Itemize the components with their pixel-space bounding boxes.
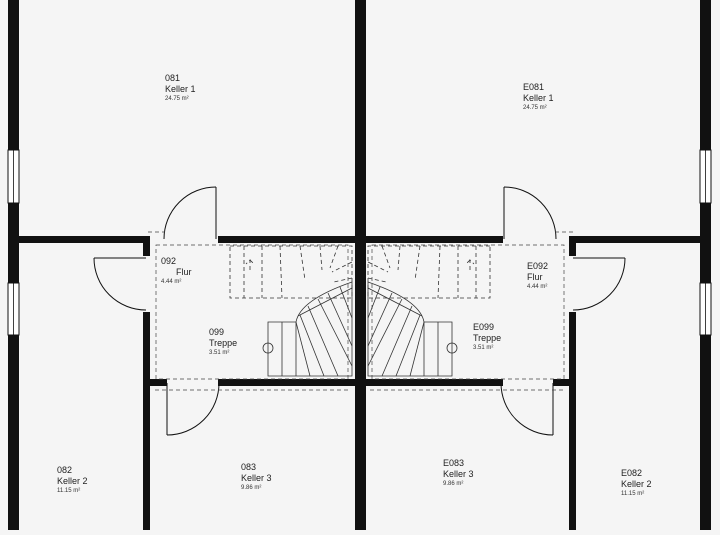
wall-h-upper-right-a <box>366 236 503 243</box>
room-name: Keller 3 <box>241 473 272 484</box>
room-number: 081 <box>165 73 181 83</box>
room-label-e099: E099 Treppe 3.51 m² <box>473 322 501 352</box>
room-label-e083: E083 Keller 3 9.86 m² <box>443 458 474 488</box>
wall-h-lower-left-a <box>150 379 167 386</box>
room-number: 082 <box>57 465 73 475</box>
wall-right-2 <box>700 203 711 283</box>
room-name: Keller 1 <box>165 84 196 95</box>
stair-lower-solid <box>367 281 458 377</box>
interior-walls <box>19 0 700 530</box>
room-area: 3.51 m² <box>473 344 494 351</box>
room-number: E092 <box>527 261 549 271</box>
wall-party-center <box>355 0 366 530</box>
staircase-right <box>367 245 491 377</box>
room-area: 11.15 m² <box>621 490 645 497</box>
room-area: 9.86 m² <box>443 480 464 487</box>
window-glazing <box>13 150 706 335</box>
door-keller2-right <box>572 257 626 311</box>
dashed-outlines <box>148 231 574 391</box>
room-name: Flur <box>527 272 543 283</box>
door-keller3-left <box>166 382 220 436</box>
room-name: Flur <box>176 267 192 278</box>
room-area: 24.75 m² <box>523 104 547 111</box>
room-number: E081 <box>523 82 545 92</box>
room-label-099: 099 Treppe 3.51 m² <box>209 327 237 357</box>
wall-right-3 <box>700 335 711 530</box>
door-keller1-right <box>503 186 557 240</box>
room-area: 4.44 m² <box>527 283 548 290</box>
wall-left-2 <box>8 203 19 283</box>
stair-post-left <box>262 342 274 354</box>
room-area: 11.15 m² <box>57 487 81 494</box>
stair-post-right <box>446 342 458 354</box>
room-label-081: 081 Keller 1 24.75 m² <box>165 73 196 103</box>
room-number: E099 <box>473 322 495 332</box>
stair-upper-dashed <box>367 245 491 299</box>
room-name: Keller 1 <box>523 93 554 104</box>
room-number: E082 <box>621 468 643 478</box>
room-label-082: 082 Keller 2 11.15 m² <box>57 465 88 495</box>
room-area: 9.86 m² <box>241 484 262 491</box>
room-number: 099 <box>209 327 225 337</box>
wall-left-1 <box>8 0 19 150</box>
room-label-e092: E092 Flur 4.44 m² <box>527 261 548 291</box>
room-name: Keller 2 <box>57 476 88 487</box>
room-number: E083 <box>443 458 465 468</box>
wall-v-left-upper <box>143 236 150 256</box>
stair-upper-dashed <box>229 245 353 299</box>
stair-lower-solid <box>262 281 353 377</box>
room-name: Keller 2 <box>621 479 652 490</box>
room-area: 24.75 m² <box>165 95 189 102</box>
room-name: Keller 3 <box>443 469 474 480</box>
room-name: Treppe <box>209 338 238 349</box>
staircase-left <box>229 245 353 377</box>
room-label-e082: E082 Keller 2 11.15 m² <box>621 468 652 498</box>
wall-v-right-upper <box>569 236 576 256</box>
room-label-e081: E081 Keller 1 24.75 m² <box>523 82 554 112</box>
wall-h-upper-left-b <box>218 236 355 243</box>
doors <box>93 186 626 436</box>
room-label-092: 092 Flur 4.44 m² <box>161 256 192 286</box>
room-name: Treppe <box>473 333 502 344</box>
wall-h-lower-right-a <box>366 379 503 386</box>
wall-h-upper-right-b <box>575 236 700 243</box>
door-keller1-left <box>163 186 217 240</box>
room-area: 4.44 m² <box>161 278 182 285</box>
wall-v-left-lower <box>143 312 150 530</box>
wall-h-lower-left-b <box>218 379 355 386</box>
room-label-083: 083 Keller 3 9.86 m² <box>241 462 272 492</box>
wall-h-upper-left-a <box>19 236 146 243</box>
wall-v-right-lower <box>569 312 576 530</box>
wall-left-3 <box>8 335 19 530</box>
room-number: 092 <box>161 256 177 266</box>
wall-right-1 <box>700 0 711 150</box>
door-keller3-right <box>500 382 554 436</box>
room-area: 3.51 m² <box>209 349 230 356</box>
door-keller2-left <box>93 257 147 311</box>
outer-walls <box>8 0 711 530</box>
wall-h-lower-right-b <box>553 379 569 386</box>
room-number: 083 <box>241 462 257 472</box>
